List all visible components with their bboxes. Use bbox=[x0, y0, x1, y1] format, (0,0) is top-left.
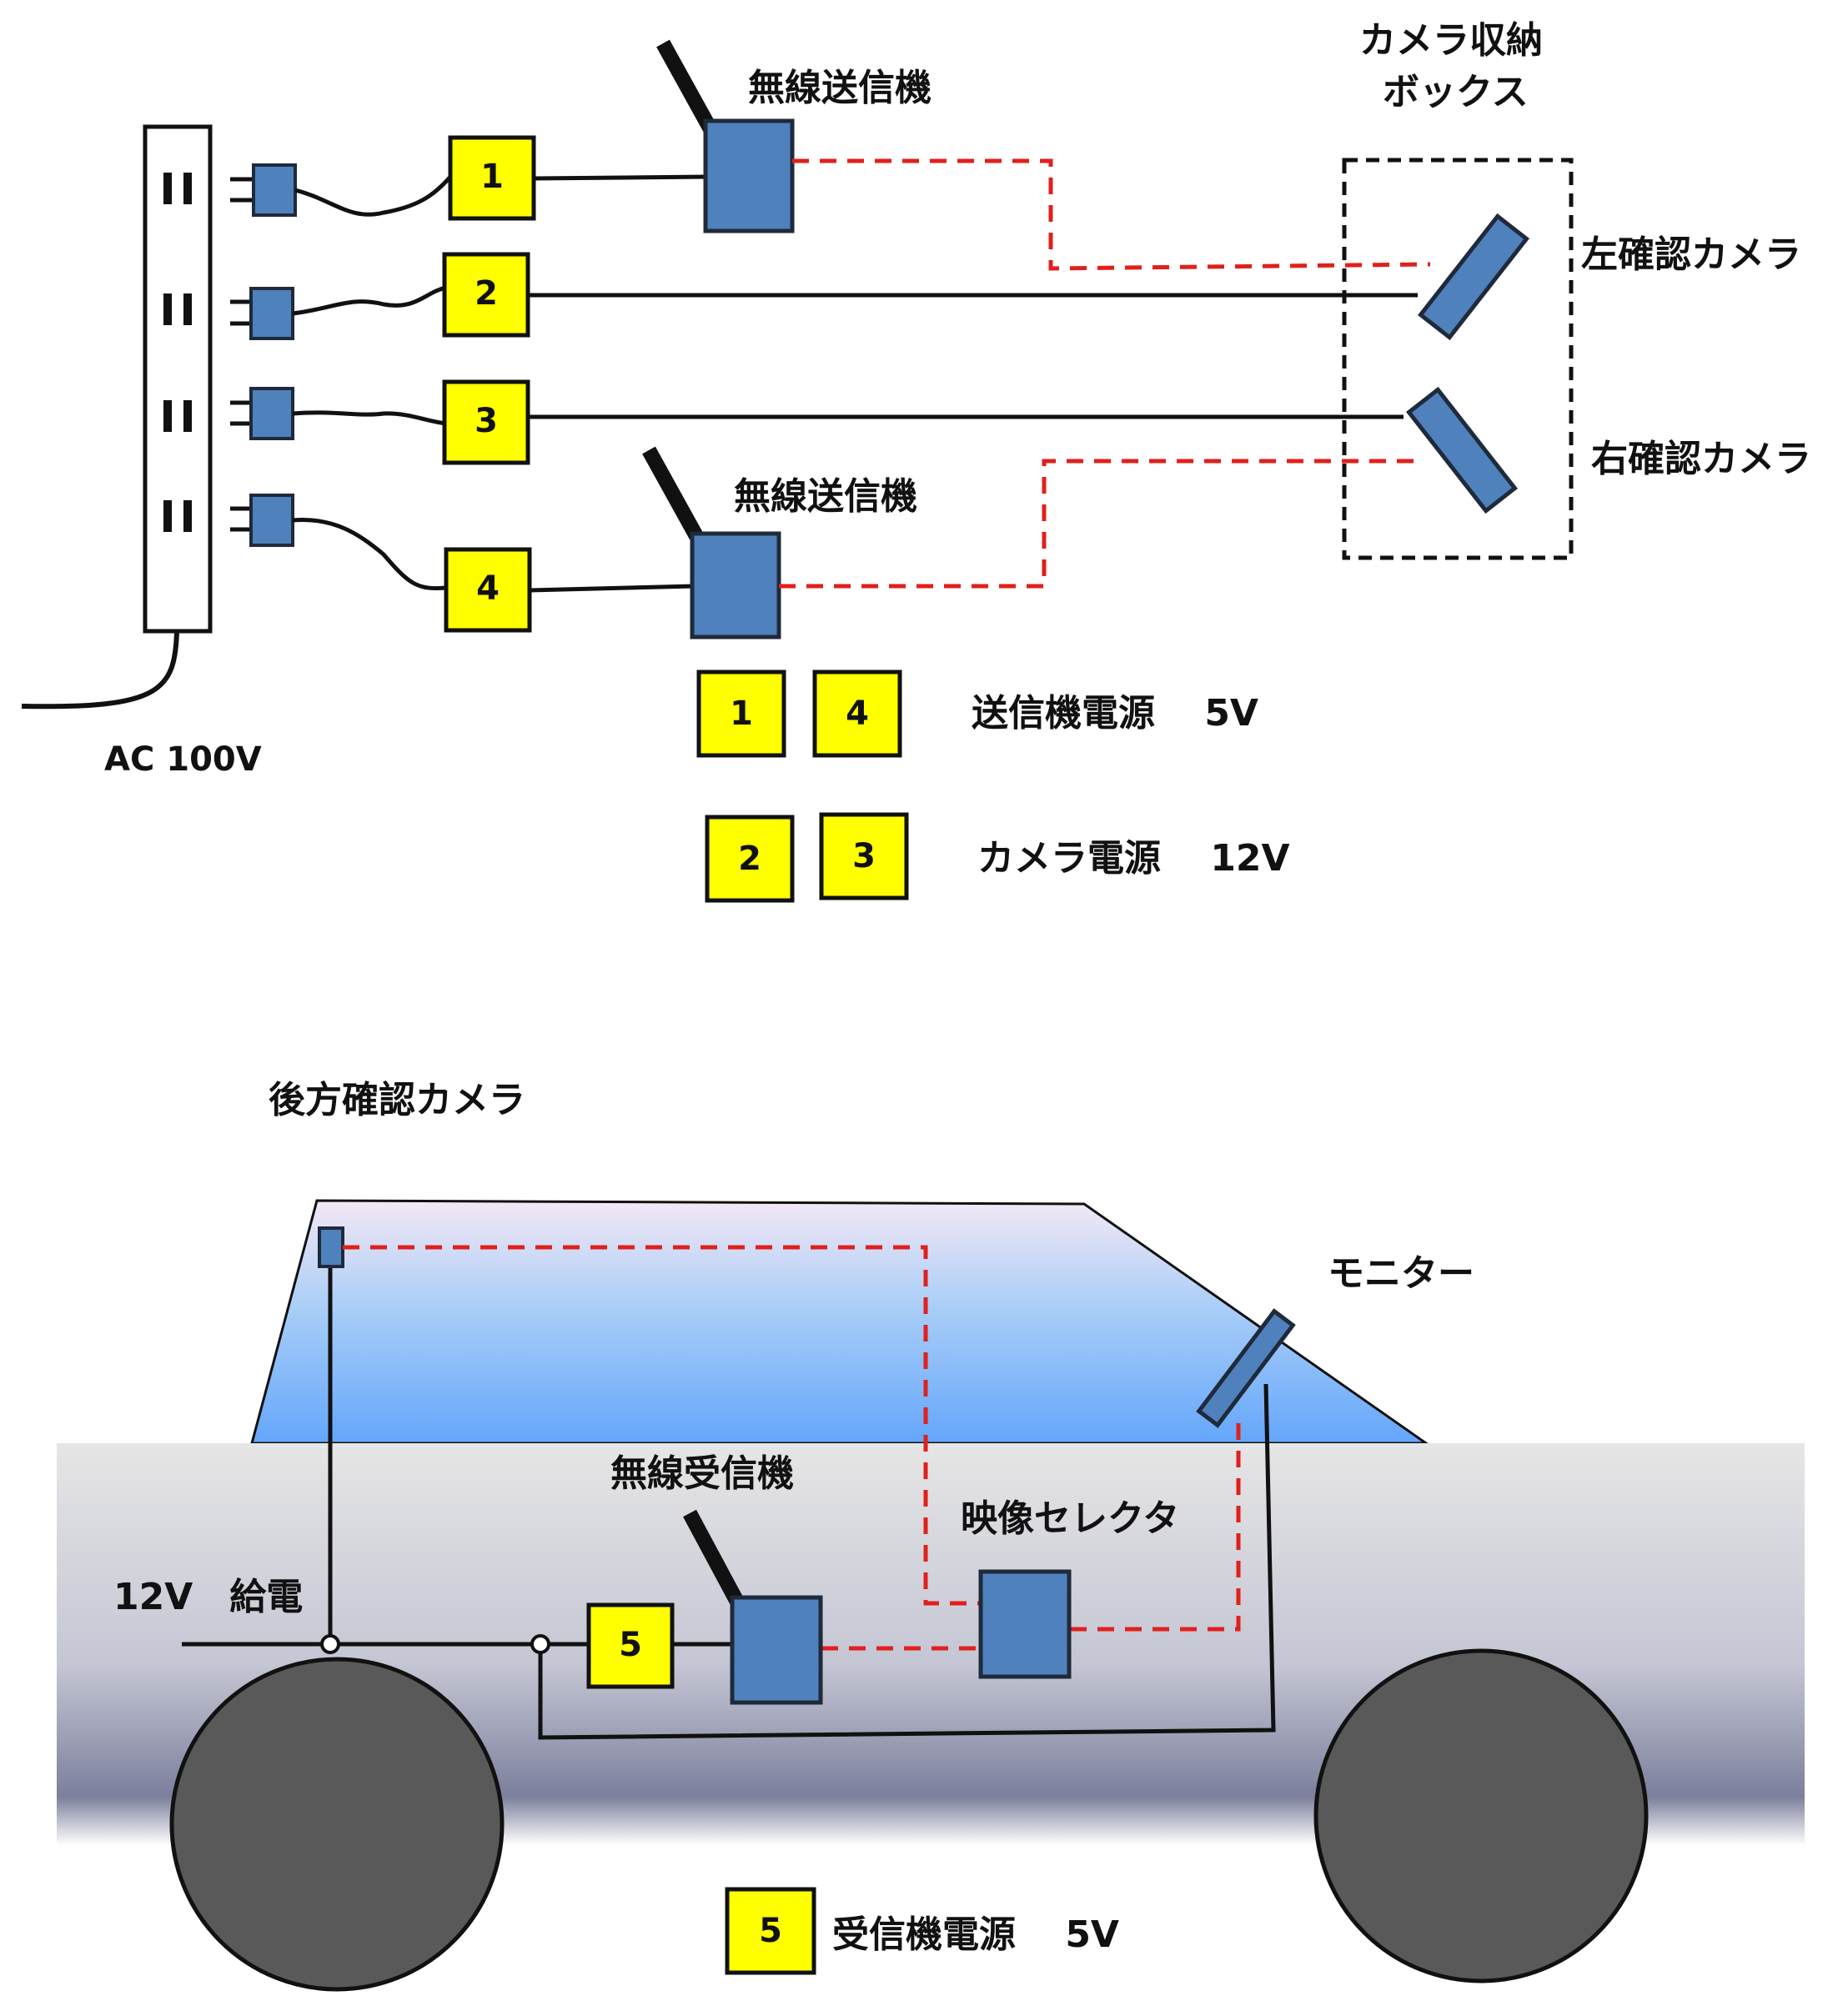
outlet-1 bbox=[163, 173, 192, 204]
ac-cord bbox=[21, 630, 179, 710]
cord-4 bbox=[292, 517, 447, 591]
antenna-icon bbox=[683, 1509, 746, 1609]
plug-4 bbox=[230, 494, 294, 547]
outlet-3 bbox=[163, 400, 192, 432]
psu-2: 2 bbox=[442, 252, 530, 338]
rear-camera bbox=[318, 1226, 344, 1268]
junction-node-1 bbox=[320, 1634, 340, 1654]
psu-4-number: 4 bbox=[476, 569, 500, 608]
psu-2-number: 2 bbox=[475, 274, 498, 313]
legend-text: カメラ電源 12V bbox=[977, 837, 1290, 880]
legend-key-1: 1 bbox=[730, 695, 753, 733]
antenna-icon bbox=[642, 446, 703, 540]
wireless-link-left bbox=[792, 158, 1431, 271]
rear-camera-label: 後方確認カメラ bbox=[269, 1079, 525, 1121]
outlet-4 bbox=[163, 500, 192, 532]
wireless-link-rear-camera bbox=[343, 1245, 980, 1606]
monitor bbox=[1196, 1308, 1296, 1428]
outlet-2 bbox=[163, 293, 192, 325]
legend-text: 送信機電源 5V bbox=[972, 692, 1258, 735]
legend-key-3: 3 bbox=[852, 837, 876, 875]
right-camera bbox=[1405, 386, 1519, 514]
front-wheel bbox=[1313, 1648, 1649, 1983]
power-feed-label: 12V 給電 bbox=[113, 1576, 303, 1618]
wireless-link-monitor bbox=[1070, 1422, 1241, 1632]
legend-key-4: 4 bbox=[846, 695, 869, 733]
wireless-transmitter-1 bbox=[656, 39, 795, 233]
cord-3 bbox=[292, 410, 447, 426]
legend-receiver-power: 5 受信機電源 5V bbox=[725, 1887, 1119, 1975]
power-strip bbox=[143, 124, 213, 634]
psu-5-number: 5 bbox=[619, 1626, 642, 1664]
wireless-transmitter-4 bbox=[642, 446, 781, 639]
legend-key-5: 5 bbox=[759, 1912, 782, 1950]
top-diagram: AC 100V 1 bbox=[21, 19, 1811, 903]
psu-3-number: 3 bbox=[475, 402, 498, 440]
psu-3: 3 bbox=[442, 379, 530, 465]
ac-label: AC 100V bbox=[104, 740, 262, 779]
monitor-label: モニター bbox=[1328, 1252, 1474, 1295]
psu-4: 4 bbox=[444, 547, 532, 633]
car-window bbox=[250, 1199, 1430, 1445]
bottom-diagram: 後方確認カメラ モニター 5 無線 bbox=[57, 1079, 1805, 1992]
antenna-icon bbox=[656, 39, 717, 133]
transmitter-4-label: 無線送信機 bbox=[734, 475, 917, 518]
video-selector bbox=[978, 1569, 1072, 1679]
cord-1 bbox=[294, 175, 452, 217]
cord-2 bbox=[292, 285, 447, 316]
transmitter-1-label: 無線送信機 bbox=[748, 67, 932, 109]
wireless-receiver bbox=[683, 1509, 823, 1705]
legend-key-2: 2 bbox=[738, 840, 761, 878]
camera-box-label-line2: ボックス bbox=[1383, 71, 1529, 113]
left-camera bbox=[1417, 213, 1530, 341]
monitor-power-wire bbox=[538, 1383, 1276, 1740]
camera-storage-box bbox=[1342, 158, 1574, 560]
camera-box-label-line1: カメラ収納 bbox=[1359, 19, 1543, 62]
rear-wheel bbox=[169, 1657, 505, 1992]
legend-camera-power: 2 3 カメラ電源 12V bbox=[705, 812, 1290, 903]
junction-node-2 bbox=[530, 1634, 550, 1654]
wire-psu1-transmitter bbox=[533, 174, 708, 181]
right-camera-label: 右確認カメラ bbox=[1591, 438, 1811, 480]
legend-text: 受信機電源 5V bbox=[832, 1913, 1119, 1956]
legend-transmitter-power: 1 4 送信機電源 5V bbox=[696, 670, 1258, 758]
psu-1: 1 bbox=[448, 135, 536, 221]
receiver-label: 無線受信機 bbox=[610, 1452, 794, 1495]
psu-5: 5 bbox=[586, 1602, 675, 1689]
left-camera-label: 左確認カメラ bbox=[1581, 233, 1801, 276]
wire-psu4-transmitter bbox=[529, 584, 695, 593]
plug-3 bbox=[230, 387, 294, 440]
selector-label: 映像セレクタ bbox=[961, 1497, 1179, 1540]
plug-1 bbox=[230, 163, 297, 217]
plug-2 bbox=[230, 287, 294, 340]
psu-1-number: 1 bbox=[480, 158, 504, 196]
